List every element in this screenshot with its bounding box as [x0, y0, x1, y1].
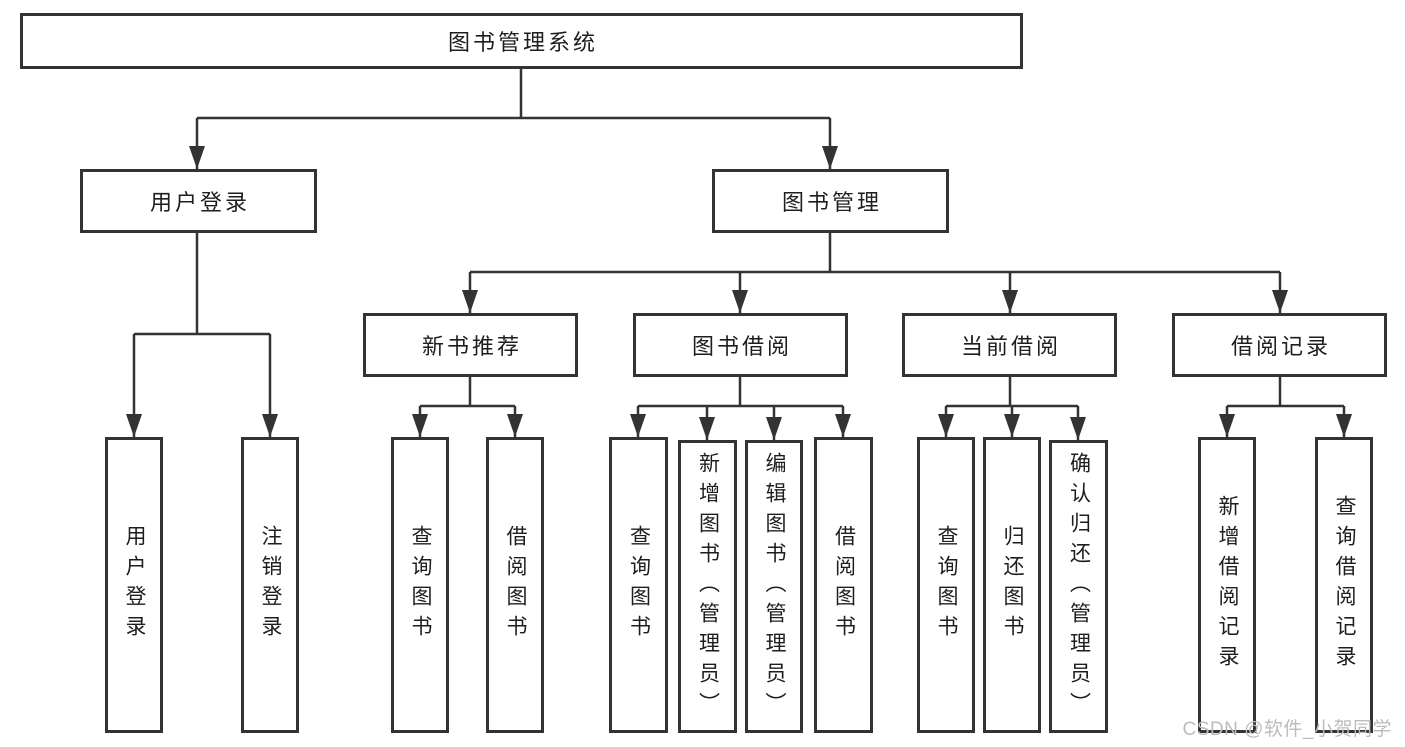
- node-library-system: 图书管理系统: [20, 13, 1023, 69]
- leaf-logout: 注销登录: [241, 437, 299, 733]
- leaf-query-books-borrow: 查询图书: [609, 437, 668, 733]
- node-current-borrow: 当前借阅: [902, 313, 1117, 377]
- leaf-add-borrow-record: 新增借阅记录: [1198, 437, 1256, 733]
- connector-root-to-level2: [189, 69, 838, 169]
- connector-borrow-record-children: [1219, 377, 1352, 437]
- csdn-watermark: CSDN @软件_小贺同学: [1182, 719, 1392, 740]
- leaf-borrow-books-recommend: 借阅图书: [486, 437, 544, 733]
- connector-book-borrow-children: [630, 377, 851, 440]
- leaf-confirm-return-admin: 确认归还（管理员）: [1049, 440, 1108, 733]
- connector-user-login-children: [126, 233, 278, 437]
- leaf-user-login: 用户登录: [105, 437, 163, 733]
- leaf-query-borrow-record: 查询借阅记录: [1315, 437, 1373, 733]
- connector-current-borrow-children: [938, 377, 1086, 440]
- leaf-query-books-recommend: 查询图书: [391, 437, 449, 733]
- node-borrow-record: 借阅记录: [1172, 313, 1387, 377]
- leaf-return-book: 归还图书: [983, 437, 1041, 733]
- leaf-edit-book-admin: 编辑图书（管理员）: [745, 440, 803, 733]
- leaf-add-book-admin: 新增图书（管理员）: [678, 440, 737, 733]
- leaf-query-books-current: 查询图书: [917, 437, 975, 733]
- connector-new-book-recommend-children: [412, 377, 523, 437]
- connector-book-management-children: [462, 233, 1288, 313]
- node-book-management: 图书管理: [712, 169, 949, 233]
- node-user-login: 用户登录: [80, 169, 317, 233]
- leaf-borrow-books: 借阅图书: [814, 437, 873, 733]
- node-new-book-recommend: 新书推荐: [363, 313, 578, 377]
- node-book-borrow: 图书借阅: [633, 313, 848, 377]
